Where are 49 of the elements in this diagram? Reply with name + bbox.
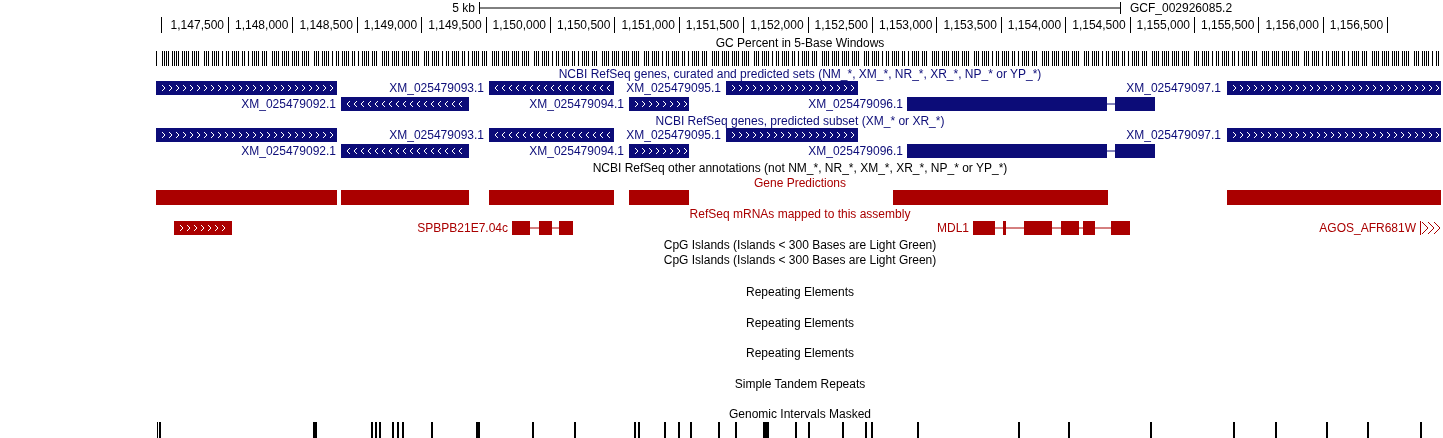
gene-label: XM_025479094.1 [529,97,624,111]
track-title: Repeating Elements [745,316,855,330]
track-title: Repeating Elements [745,346,855,360]
ruler-tick-label: 1,154,500 [1072,18,1126,32]
ruler-tick-label: 1,156,500 [1329,18,1384,32]
ruler-tick-label: 1,150,500 [557,18,611,32]
track-title: GC Percent in 5-Base Windows [715,36,885,50]
track-title: RefSeq mRNAs mapped to this assembly [689,207,911,221]
ruler-tick-label: 1,148,500 [299,18,353,32]
track-title: Simple Tandem Repeats [734,377,866,391]
gene-label: XM_025479093.1 [389,128,484,142]
gene-label: XM_025479092.1 [241,97,336,111]
ruler-tick-label: 1,153,500 [943,18,997,32]
assembly-label: GCF_002926085.2 [1130,1,1233,15]
gene-label: XM_025479095.1 [626,81,721,95]
ruler-tick-label: 1,155,500 [1201,18,1255,32]
gene-label: XM_025479097.1 [1126,128,1221,142]
gene-label: XM_025479094.1 [529,144,624,158]
ruler-tick-label: 1,150,000 [492,18,546,32]
ruler-tick-label: 1,151,000 [621,18,675,32]
gene-label: AGOS_AFR681W [1319,221,1416,235]
ruler-tick-label: 1,154,000 [1007,18,1062,32]
ruler-tick-label: 1,155,000 [1136,18,1190,32]
ruler-tick-label: 1,148,000 [235,18,289,32]
track-title: NCBI RefSeq other annotations (not NM_*, NR_*, XM_*, XR_*, NP_* or YP_*) [592,161,1008,175]
gene-label: MDL1 [937,221,969,235]
ruler-tick-label: 1,152,000 [750,18,804,32]
ruler-tick-label: 1,149,000 [363,18,418,32]
ruler-tick-label: 1,149,500 [428,18,482,32]
scale-label: 5 kb [452,1,475,15]
track-title: CpG Islands (Islands < 300 Bases are Light Green) [663,253,937,267]
track-title: NCBI RefSeq genes, predicted subset (XM_* or XR_*) [655,114,945,128]
gene-label: SPBPB21E7.04c [417,221,508,235]
gene-label: XM_025479095.1 [626,128,721,142]
gene-label: XM_025479096.1 [808,144,903,158]
ruler-tick-label: 1,151,500 [685,18,740,32]
track-title: Gene Predictions [753,176,847,190]
ruler-tick-label: 1,153,000 [879,18,933,32]
track-title: NCBI RefSeq genes, curated and predicted sets (NM_*, XM_*, NR_*, XR_*, NP_* or YP_*) [558,67,1042,81]
gene-label: XM_025479096.1 [808,97,903,111]
track-title: Genomic Intervals Masked [728,407,872,421]
gene-label: XM_025479097.1 [1126,81,1221,95]
ruler-tick-label: 1,147,500 [170,18,224,32]
gene-label: XM_025479092.1 [241,144,336,158]
track-title: Repeating Elements [745,285,855,299]
track-title: CpG Islands (Islands < 300 Bases are Light Green) [663,238,937,252]
gene-label: XM_025479093.1 [389,81,484,95]
ruler-tick-label: 1,152,500 [814,18,868,32]
ruler-tick-label: 1,156,000 [1265,18,1319,32]
